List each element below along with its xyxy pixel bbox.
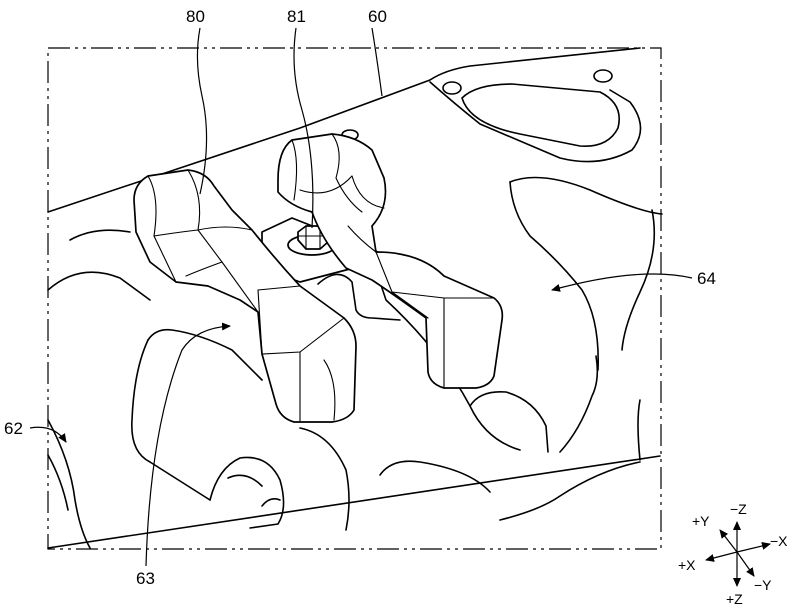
label-62: 62 [4, 419, 23, 438]
left-port-region [131, 328, 350, 531]
label-81: 81 [287, 7, 306, 26]
axis-minus-z: −Z [730, 501, 747, 517]
axis-minus-y: −Y [754, 577, 772, 593]
leader-lines [29, 27, 693, 567]
label-60: 60 [368, 7, 387, 26]
rocker-arm-rear [277, 133, 504, 389]
label-80: 80 [186, 7, 205, 26]
view-frame [47, 47, 662, 550]
label-63: 63 [136, 569, 155, 588]
right-port-region [317, 176, 663, 521]
rocker-arm-80 [133, 169, 357, 423]
axis-plus-z: +Z [726, 591, 743, 607]
axis-plus-y: +Y [692, 513, 710, 529]
axis-plus-x: +X [678, 557, 696, 573]
label-64: 64 [697, 269, 716, 288]
axis-minus-x: −X [770, 533, 788, 549]
axis-triad [705, 521, 771, 587]
